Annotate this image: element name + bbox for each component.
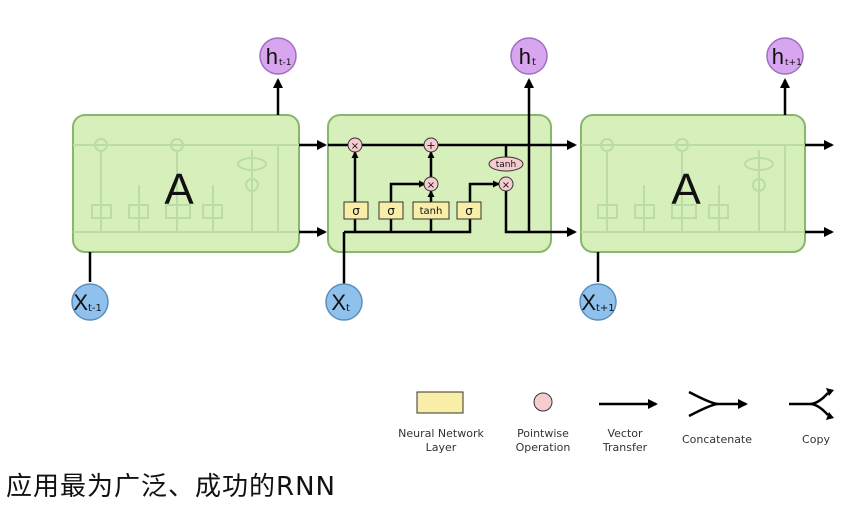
- layer-candidate-label: tanh: [420, 206, 443, 217]
- cell-1-faint-internals: [73, 138, 299, 233]
- layer-input: σ: [378, 201, 404, 220]
- legend: Neural Network Layer Pointwise Operation…: [398, 388, 834, 454]
- legend-item-copy: Copy: [789, 388, 834, 446]
- input-node-2: X t: [325, 283, 363, 321]
- copy-icon-head-bottom: [826, 412, 834, 420]
- output-node-3-base: h: [772, 44, 784, 69]
- pointwise-forget-multiply-label: ×: [351, 141, 359, 152]
- legend-vector-line-2: Transfer: [602, 441, 648, 454]
- layer-output-label: σ: [465, 204, 473, 218]
- input-node-3-base: X: [581, 290, 596, 315]
- pointwise-input-multiply-label: ×: [427, 180, 435, 191]
- legend-item-layer: Neural Network Layer: [398, 391, 484, 454]
- legend-copy-label: Copy: [802, 433, 830, 446]
- output-node-2-sub: t: [532, 57, 536, 68]
- lstm-diagram: A σ σ tanh: [71, 37, 834, 454]
- hidden-output-line: [504, 191, 577, 237]
- pointwise-forget-multiply: ×: [347, 137, 363, 153]
- layer-forget-label: σ: [352, 204, 360, 218]
- legend-pointwise-line-1: Pointwise: [517, 427, 569, 440]
- layer-forget: σ: [343, 201, 369, 220]
- pointwise-tanh-label: tanh: [496, 160, 516, 170]
- pointwise-operation-icon: [533, 392, 553, 412]
- output-node-2: h t: [510, 37, 548, 75]
- legend-layer-line-1: Neural Network: [398, 427, 484, 440]
- output-node-1: h t-1: [259, 37, 297, 75]
- copy-icon-head-top: [826, 388, 834, 396]
- input-node-2-base: X: [331, 290, 346, 315]
- copy-icon: [789, 392, 829, 416]
- input-node-2-sub: t: [346, 303, 350, 314]
- pointwise-tanh: tanh: [488, 156, 524, 172]
- legend-item-concatenate: Concatenate: [682, 390, 752, 446]
- cell-1: A: [72, 114, 300, 253]
- input-node-3-sub: t+1: [596, 303, 615, 314]
- cell-2: σ σ tanh σ × + × tanh: [327, 78, 577, 287]
- pointwise-output-multiply: ×: [498, 176, 514, 192]
- cell-3: A: [580, 114, 806, 253]
- legend-layer-line-2: Layer: [426, 441, 457, 454]
- output-node-1-sub: t-1: [279, 58, 292, 68]
- concatenate-icon: [688, 390, 746, 418]
- layer-candidate: tanh: [412, 201, 450, 220]
- cell-3-label: A: [671, 165, 701, 214]
- pointwise-input-multiply: ×: [423, 176, 439, 192]
- layer-input-label: σ: [387, 204, 395, 218]
- legend-concatenate-label: Concatenate: [682, 433, 752, 446]
- pointwise-output-multiply-label: ×: [502, 180, 510, 191]
- output-node-2-base: h: [519, 44, 531, 69]
- pointwise-add-label: +: [426, 139, 435, 152]
- output-node-3: h t+1: [766, 37, 804, 75]
- caption: 应用最为广泛、成功的RNN: [6, 472, 336, 502]
- cell-3-faint-internals: [581, 138, 805, 233]
- legend-item-pointwise: Pointwise Operation: [516, 392, 571, 454]
- legend-vector-line-1: Vector: [607, 427, 643, 440]
- input-node-1-sub: t-1: [88, 303, 102, 314]
- legend-pointwise-line-2: Operation: [516, 441, 571, 454]
- legend-item-vector: Vector Transfer: [599, 399, 658, 454]
- input-node-1: X t-1: [71, 283, 109, 321]
- neural-network-layer-icon: [416, 391, 464, 414]
- cell-1-label: A: [164, 165, 194, 214]
- pointwise-add: +: [423, 137, 439, 153]
- output-node-3-sub: t+1: [785, 58, 802, 68]
- output-node-1-base: h: [266, 44, 278, 69]
- layer-output: σ: [456, 201, 482, 220]
- input-node-3: X t+1: [579, 283, 617, 321]
- hidden-input-line: [344, 218, 472, 234]
- input-node-1-base: X: [73, 290, 88, 315]
